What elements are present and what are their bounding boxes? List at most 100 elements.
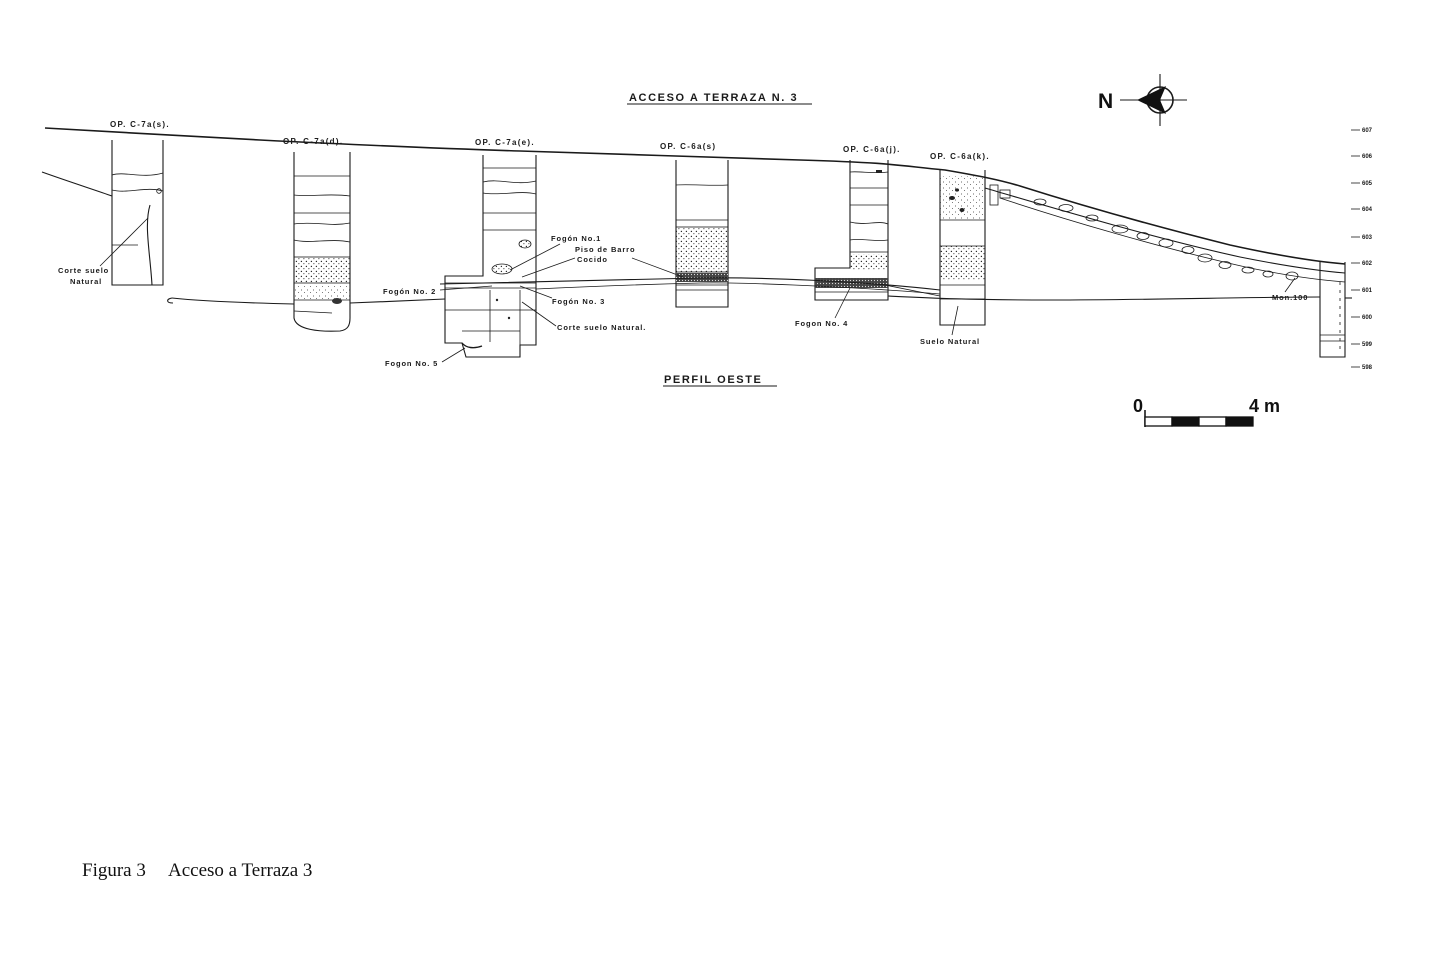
stone xyxy=(1285,271,1299,281)
stone xyxy=(1262,270,1274,278)
dotted-stratum xyxy=(940,246,985,280)
scale-start-label: 0 xyxy=(1133,396,1143,416)
stone xyxy=(1218,261,1232,269)
label-fogon-1: Fogón No.1 xyxy=(551,234,601,243)
leader-line xyxy=(834,287,851,319)
scale-bar-segment xyxy=(1225,416,1254,427)
elevation-label: 601 xyxy=(1362,288,1373,294)
dotted-stratum xyxy=(293,256,351,284)
north-arrow-pointer-icon xyxy=(1137,86,1166,114)
ground-surface-line xyxy=(44,127,1346,265)
label-suelo-natural: Suelo Natural xyxy=(920,337,980,346)
dotted-stratum xyxy=(294,286,350,300)
pit-label: OP. C-7a(s). xyxy=(110,120,170,129)
stratum-line xyxy=(849,171,889,174)
label-corte-suelo-center: Corte suelo Natural. xyxy=(557,323,646,332)
hearth-5-deposit xyxy=(461,342,483,349)
floor-level-line xyxy=(535,282,941,295)
stratum-line xyxy=(482,192,537,195)
dotted-stratum xyxy=(940,176,985,220)
pit-op-c7a-d: OP. C-7a(d). xyxy=(283,137,351,332)
leader-line xyxy=(521,301,557,327)
hearth-1-deposit xyxy=(491,263,513,275)
stone xyxy=(955,188,959,192)
elevation-label: 602 xyxy=(1362,261,1373,267)
north-arrow: N xyxy=(1098,74,1187,126)
leader-line xyxy=(509,243,561,271)
artifact-marker xyxy=(876,170,882,173)
stratum-line xyxy=(111,188,164,192)
structure-block xyxy=(999,189,1011,199)
elevation-label: 603 xyxy=(1362,235,1373,241)
pit-outline xyxy=(111,140,164,286)
left-stratum-line xyxy=(41,171,113,197)
stone xyxy=(332,298,342,304)
stratum-line xyxy=(849,221,889,225)
north-label: N xyxy=(1098,90,1113,113)
stone xyxy=(1058,204,1074,212)
label-fogon-4: Fogon No. 4 xyxy=(795,319,848,328)
slope-stones xyxy=(1033,198,1299,281)
elevation-label: 607 xyxy=(1362,128,1373,134)
pit-outline xyxy=(293,152,351,332)
stone xyxy=(1241,266,1255,274)
leader-line xyxy=(884,284,941,297)
dotted-stratum xyxy=(850,254,888,270)
stone xyxy=(1158,238,1174,248)
scale-bar-segment xyxy=(1198,416,1227,427)
stratum-line xyxy=(482,180,537,184)
leader-line xyxy=(631,257,684,278)
label-corte-suelo-left: Natural xyxy=(70,277,102,286)
label-fogon-5: Fogon No. 5 xyxy=(385,359,438,368)
label-fogon-2: Fogón No. 2 xyxy=(383,287,436,296)
stone xyxy=(1136,232,1150,240)
artifact-marker xyxy=(156,188,162,194)
leader-line xyxy=(951,305,959,336)
label-piso-barro: Piso de Barro xyxy=(575,245,635,254)
stratum-line xyxy=(293,194,351,197)
pit-label: OP. C-6a(j). xyxy=(843,145,901,154)
stone xyxy=(949,196,955,200)
elevation-label: 606 xyxy=(1362,154,1373,160)
label-piso-barro: Cocido xyxy=(577,255,608,264)
leader-line xyxy=(439,285,493,291)
pit-op-c6a-j: OP. C-6a(j). xyxy=(814,145,901,301)
scale-bar-segment xyxy=(1144,416,1173,427)
slope-lower-line xyxy=(984,187,1346,274)
lower-boundary-left xyxy=(171,297,295,305)
leader-line xyxy=(99,217,149,267)
stone xyxy=(1033,198,1047,206)
figure-number: Figura 3 xyxy=(82,860,146,881)
pit-label: OP. C-7a(e). xyxy=(475,138,535,147)
stratum-line xyxy=(675,184,729,186)
label-fogon-3: Fogón No. 3 xyxy=(552,297,605,306)
label-mon-100: Mon.100 xyxy=(1272,293,1308,302)
pit-outline xyxy=(444,155,537,358)
lower-boundary-curl xyxy=(167,297,174,304)
figure-caption: Acceso a Terraza 3 xyxy=(168,860,312,881)
leader-line xyxy=(1284,277,1296,293)
pit-right-column xyxy=(1319,262,1346,358)
stone xyxy=(1111,224,1129,234)
pit-op-c6a-k: OP. C-6a(k). xyxy=(930,152,1011,326)
natural-soil-line xyxy=(887,295,1321,301)
elevation-scale: 607 606 605 604 603 602 601 600 599 598 xyxy=(1351,128,1373,371)
natural-soil-cut xyxy=(146,204,153,286)
stratum-line xyxy=(293,310,333,314)
elevation-label: 605 xyxy=(1362,181,1373,187)
stone xyxy=(518,239,532,249)
floor-level-line xyxy=(439,277,941,291)
pit-label: OP. C-6a(k). xyxy=(930,152,990,161)
label-corte-suelo-left: Corte suelo xyxy=(58,266,109,275)
pit-label: OP. C-6a(s) xyxy=(660,142,716,151)
pit-op-c6a-s: OP. C-6a(s) xyxy=(660,142,729,308)
leader-line xyxy=(521,257,576,278)
leader-line xyxy=(441,347,466,363)
dotted-stratum xyxy=(675,226,729,273)
artifact-marker xyxy=(495,298,499,302)
profile-label: PERFIL OESTE xyxy=(664,374,762,386)
stone xyxy=(1197,253,1213,263)
pit-op-c7a-e: OP. C-7a(e). xyxy=(444,138,537,358)
stratum-line xyxy=(293,239,351,243)
